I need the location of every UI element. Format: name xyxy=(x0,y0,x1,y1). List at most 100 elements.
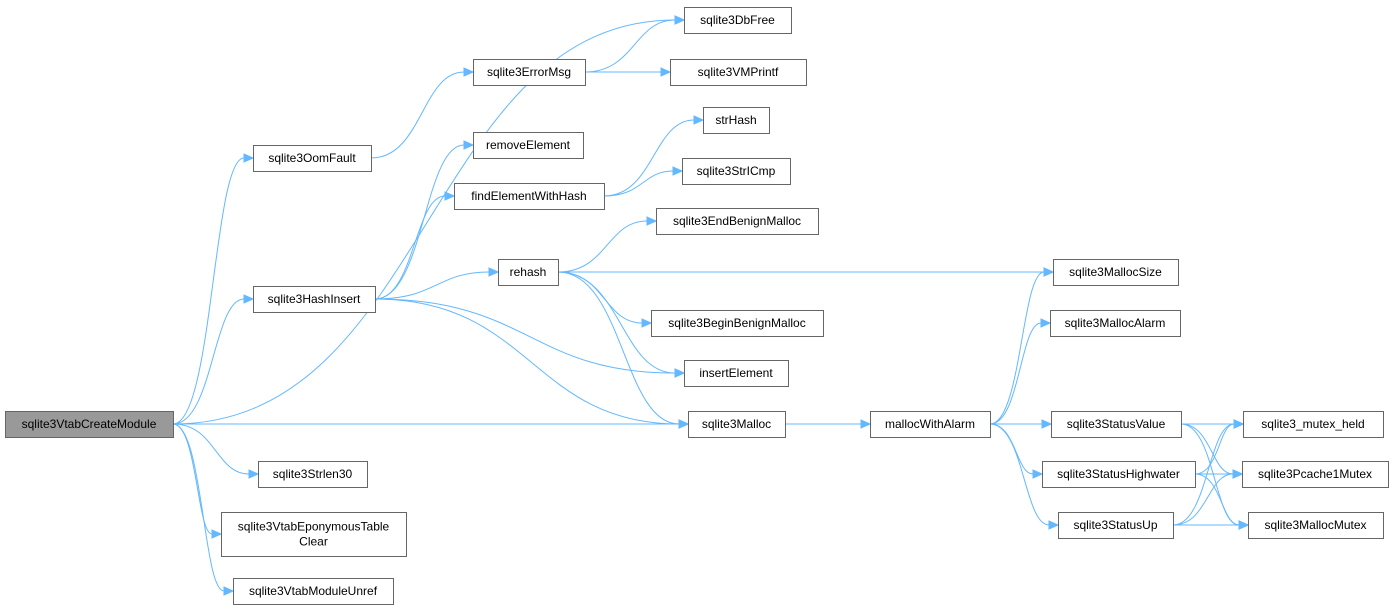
node-box xyxy=(651,310,824,337)
node-label: Clear xyxy=(299,535,328,549)
node-box xyxy=(682,158,791,185)
edge-sqlite3oomfault-to-sqlite3errormsg xyxy=(370,67,475,159)
node-box xyxy=(473,132,584,159)
node-sqlite3errormsg[interactable]: sqlite3ErrorMsg xyxy=(473,59,586,86)
edge-sqlite3vtabcreatemodule-to-sqlite3dbfree xyxy=(172,15,686,425)
node-box xyxy=(684,360,789,387)
node-mallocwithalarm[interactable]: mallocWithAlarm xyxy=(870,411,991,438)
node-label: sqlite3StrICmp xyxy=(697,164,776,178)
node-box xyxy=(684,7,792,34)
node-box xyxy=(1053,259,1179,286)
edge-sqlite3vtabcreatemodule-to-sqlite3strlen30 xyxy=(172,423,260,479)
edge-sqlite3hashinsert-to-insertelement xyxy=(374,298,686,378)
edge-sqlite3hashinsert-to-rehash xyxy=(374,267,500,300)
node-sqlite3oomfault[interactable]: sqlite3OomFault xyxy=(253,145,372,172)
node-sqlite3dbfree[interactable]: sqlite3DbFree xyxy=(684,7,792,34)
edge-sqlite3statusup-to-sqlite3pcache1mutex xyxy=(1172,469,1244,526)
nodes-layer: sqlite3VtabCreateModule sqlite3DbFree sqli… xyxy=(5,7,1389,605)
edge-sqlite3hashinsert-to-sqlite3malloc xyxy=(374,298,690,429)
edge-sqlite3errormsg-to-sqlite3dbfree xyxy=(584,15,686,73)
node-sqlite3endbenignmalloc[interactable]: sqlite3EndBenignMalloc xyxy=(656,208,819,235)
node-sqlite3malloc[interactable]: sqlite3Malloc xyxy=(688,411,786,438)
node-sqlite3statusup[interactable]: sqlite3StatusUp xyxy=(1058,512,1174,539)
node-sqlite3pcache1mutex[interactable]: sqlite3Pcache1Mutex xyxy=(1242,461,1389,488)
node-insertelement[interactable]: insertElement xyxy=(684,360,789,387)
node-sqlite3vtabmoduleunref[interactable]: sqlite3VtabModuleUnref xyxy=(233,578,394,605)
node-label: removeElement xyxy=(486,138,571,152)
node-label: sqlite3BeginBenignMalloc xyxy=(668,316,805,330)
edge-rehash-to-insertelement xyxy=(557,271,686,378)
edge-sqlite3vtabcreatemodule-to-sqlite3oomfault xyxy=(172,153,255,425)
edges-layer xyxy=(172,15,1250,596)
node-sqlite3-mutex-held[interactable]: sqlite3_mutex_held xyxy=(1243,411,1384,438)
edge-findelementwithhash-to-sqlite3stricmp xyxy=(603,166,684,197)
node-label: sqlite3VtabCreateModule xyxy=(22,417,157,431)
node-box xyxy=(258,461,368,488)
node-box xyxy=(670,59,807,86)
node-box xyxy=(703,107,770,134)
node-sqlite3mallocalarm[interactable]: sqlite3MallocAlarm xyxy=(1050,310,1181,337)
node-findelementwithhash[interactable]: findElementWithHash xyxy=(454,183,605,210)
node-label: sqlite3MallocSize xyxy=(1069,265,1162,279)
edge-mallocwithalarm-to-sqlite3statushighwater xyxy=(989,423,1044,479)
node-box xyxy=(1042,461,1196,488)
node-sqlite3statusvalue[interactable]: sqlite3StatusValue xyxy=(1051,411,1182,438)
edge-sqlite3hashinsert-to-findelementwithhash xyxy=(374,191,456,300)
node-box xyxy=(253,286,376,313)
node-label: sqlite3OomFault xyxy=(268,151,356,165)
edge-sqlite3statushighwater-to-sqlite3mallocmutex xyxy=(1194,473,1250,530)
node-box xyxy=(1051,411,1182,438)
node-label: sqlite3StatusUp xyxy=(1073,518,1157,532)
edge-sqlite3statushighwater-to-sqlite3-mutex-held xyxy=(1194,419,1245,475)
node-label: sqlite3Strlen30 xyxy=(273,467,353,481)
node-sqlite3hashinsert[interactable]: sqlite3HashInsert xyxy=(253,286,376,313)
node-label: sqlite3StatusHighwater xyxy=(1057,467,1180,481)
node-label: findElementWithHash xyxy=(471,189,586,203)
node-removeelement[interactable]: removeElement xyxy=(473,132,584,159)
node-label: sqlite3VMPrintf xyxy=(698,65,779,79)
node-box xyxy=(5,411,174,438)
edge-sqlite3malloc-to-mallocwithalarm xyxy=(785,419,872,429)
node-label: mallocWithAlarm xyxy=(885,417,975,431)
node-sqlite3statushighwater[interactable]: sqlite3StatusHighwater xyxy=(1042,461,1196,488)
node-sqlite3mallocmutex[interactable]: sqlite3MallocMutex xyxy=(1248,512,1384,539)
node-sqlite3mallocsize[interactable]: sqlite3MallocSize xyxy=(1053,259,1179,286)
node-box xyxy=(498,259,559,286)
node-rehash[interactable]: rehash xyxy=(498,259,559,286)
node-label: sqlite3StatusValue xyxy=(1067,417,1166,431)
edge-sqlite3statusup-to-sqlite3-mutex-held xyxy=(1172,419,1245,526)
edge-sqlite3vtabcreatemodule-to-sqlite3hashinsert xyxy=(172,294,255,425)
edge-sqlite3hashinsert-to-removeelement xyxy=(374,140,475,300)
node-label: sqlite3VtabEponymousTable xyxy=(238,520,390,534)
node-sqlite3stricmp[interactable]: sqlite3StrICmp xyxy=(682,158,791,185)
edge-sqlite3vtabcreatemodule-to-sqlite3malloc xyxy=(173,419,690,429)
node-sqlite3vmprintf[interactable]: sqlite3VMPrintf xyxy=(670,59,807,86)
node-sqlite3vtabcreatemodule[interactable]: sqlite3VtabCreateModule xyxy=(5,411,174,438)
edge-mallocwithalarm-to-sqlite3mallocsize xyxy=(989,267,1055,425)
edge-findelementwithhash-to-strhash xyxy=(603,115,705,197)
node-box xyxy=(1058,512,1174,539)
edge-mallocwithalarm-to-sqlite3mallocalarm xyxy=(989,318,1052,425)
node-sqlite3beginbenignmalloc[interactable]: sqlite3BeginBenignMalloc xyxy=(651,310,824,337)
edge-mallocwithalarm-to-sqlite3statusup xyxy=(989,423,1060,530)
node-box xyxy=(1243,411,1384,438)
node-label: sqlite3ErrorMsg xyxy=(487,65,571,79)
node-label: sqlite3MallocMutex xyxy=(1264,518,1366,532)
node-box xyxy=(688,411,786,438)
node-box xyxy=(221,512,407,557)
node-label: sqlite3Malloc xyxy=(702,417,771,431)
node-label: sqlite3Pcache1Mutex xyxy=(1258,467,1372,481)
node-box xyxy=(233,578,394,605)
edge-rehash-to-sqlite3mallocsize xyxy=(558,267,1055,277)
node-label: sqlite3MallocAlarm xyxy=(1065,316,1166,330)
node-label: sqlite3HashInsert xyxy=(268,292,361,306)
node-sqlite3strlen30[interactable]: sqlite3Strlen30 xyxy=(258,461,368,488)
node-box xyxy=(1242,461,1389,488)
node-strhash[interactable]: strHash xyxy=(703,107,770,134)
node-label: insertElement xyxy=(699,366,773,380)
node-box xyxy=(870,411,991,438)
edge-rehash-to-sqlite3malloc xyxy=(557,271,690,429)
node-box xyxy=(656,208,819,235)
